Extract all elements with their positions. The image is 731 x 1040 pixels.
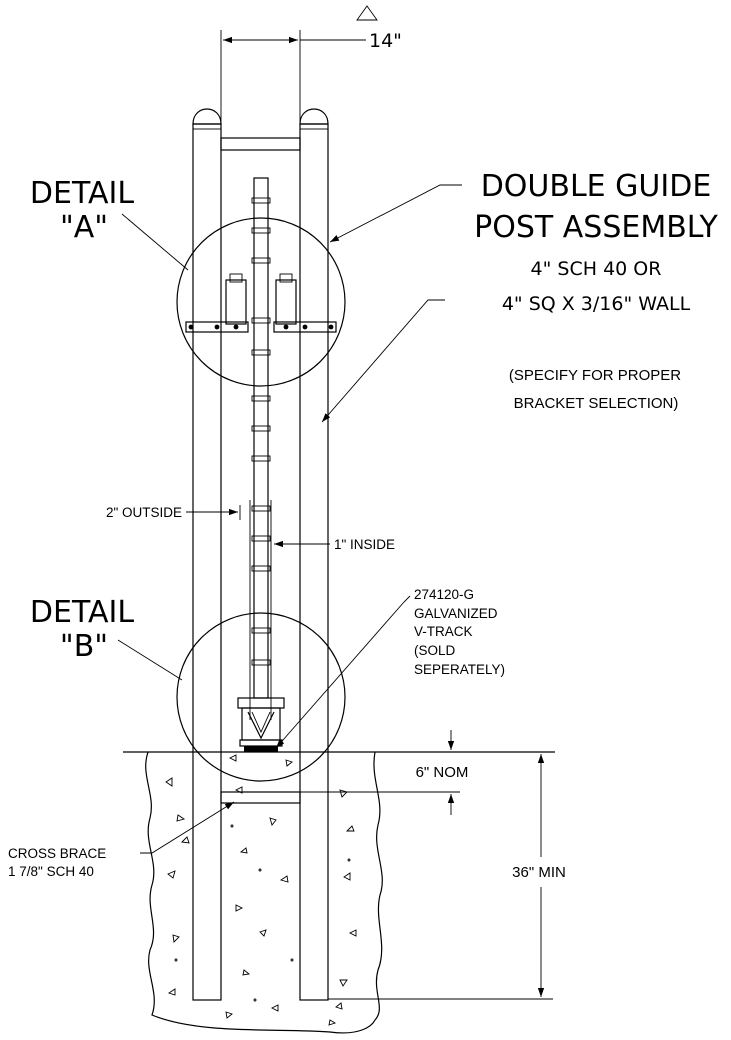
detail-b-label: DETAIL [30, 595, 134, 630]
nominal-depth-dimension [300, 730, 460, 815]
cross-brace-label: CROSS BRACE [8, 846, 106, 861]
inside-dimension-label: 1" INSIDE [334, 537, 395, 552]
v-track-leader [275, 595, 411, 749]
top-width-label: 14" [369, 30, 402, 52]
assembly-title-line1: DOUBLE GUIDE [481, 169, 712, 204]
detail-b-leader [117, 639, 183, 681]
concrete-footing [145, 751, 383, 1034]
aggregate-marks [165, 754, 357, 1026]
specify-note-line2: BRACKET SELECTION) [514, 395, 679, 412]
detail-b-circle [176, 612, 346, 782]
left-guide-post [192, 108, 222, 1001]
svg-text:GALVANIZED: GALVANIZED [414, 606, 498, 621]
assembly-leader [329, 184, 462, 243]
detail-b-letter: "B" [60, 629, 108, 664]
lower-cross-brace [220, 791, 301, 804]
cross-brace-leader [140, 801, 235, 854]
v-track-base-bracket [237, 697, 285, 752]
detail-a-letter: "A" [60, 210, 108, 245]
revision-triangle-icon [356, 5, 378, 21]
detail-a-leader [121, 213, 189, 271]
svg-text:V-TRACK: V-TRACK [414, 624, 473, 639]
assembly-title-line2: POST ASSEMBLY [474, 210, 718, 245]
upper-roller-bracket [185, 273, 337, 333]
top-width-dimension [220, 30, 366, 134]
right-guide-post [299, 108, 329, 1001]
svg-text:SEPERATELY): SEPERATELY) [414, 662, 505, 677]
spec-leader [321, 299, 445, 423]
svg-text:(SOLD: (SOLD [414, 643, 456, 658]
assembly-spec-line2: 4" SQ X 3/16" WALL [502, 293, 691, 315]
svg-text:274120-G: 274120-G [414, 587, 474, 602]
detail-a-circle [176, 217, 346, 387]
specify-note-line1: (SPECIFY FOR PROPER [509, 367, 681, 384]
center-track [249, 177, 272, 720]
min-depth-label: 36" MIN [512, 864, 566, 881]
cross-brace-spec: 1 7/8" SCH 40 [8, 864, 94, 879]
detail-a-label: DETAIL [30, 176, 134, 211]
min-depth-dimension [328, 754, 553, 1000]
outside-dimension-label: 2" OUTSIDE [106, 505, 182, 520]
top-cross-bar [220, 137, 301, 151]
assembly-spec-line1: 4" SCH 40 OR [531, 258, 662, 280]
nominal-depth-label: 6" NOM [416, 764, 469, 781]
v-track-callout: 274120-G GALVANIZED V-TRACK (SOLD SEPERA… [414, 587, 505, 677]
